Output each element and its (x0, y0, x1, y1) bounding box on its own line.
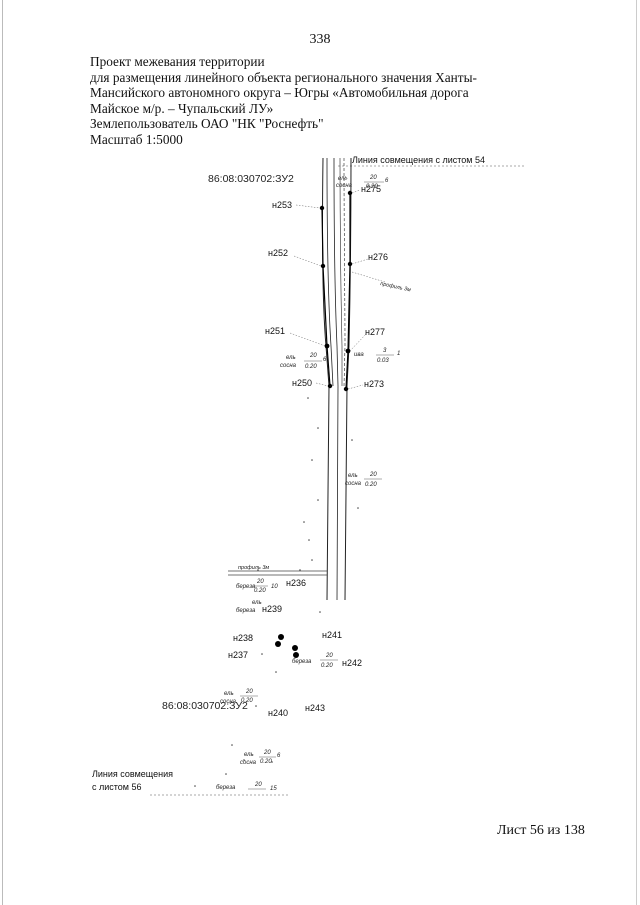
page-number: 338 (309, 32, 331, 47)
forest-f1-species2: сосна (336, 183, 353, 189)
boundary-points (275, 190, 353, 658)
point-label-n237: н237 (228, 650, 248, 660)
profile-label-top: профиль 3м (380, 281, 412, 293)
leader-lines (289, 189, 386, 390)
forest-f4-num: 20 (369, 472, 377, 478)
point-label-n277: н277 (365, 327, 385, 337)
forest-f10-suffix: 15 (270, 786, 277, 792)
page-edge-left (2, 0, 3, 905)
forest-f5-species: береза (236, 584, 256, 590)
parcel-number-bottom: 86:08:030702:ЗУ2 (162, 700, 248, 712)
forest-descriptors: ель сосна 20 0.20 6 ель сосна 20 0.20 6 … (216, 175, 400, 792)
forest-f9-den: 0.20 (260, 759, 272, 765)
forest-f6-species2: береза (236, 608, 256, 614)
top-match-line-label: Линия совмещения с листом 54 (352, 155, 485, 165)
forest-f3-species: ива (354, 352, 364, 358)
forest-f1-num: 20 (369, 175, 377, 181)
forest-f1-suffix: 6 (385, 178, 389, 184)
page-edge-right (636, 0, 637, 905)
header-line-2: для размещения линейного объекта региона… (90, 69, 477, 85)
point-label-n242: н242 (342, 658, 362, 668)
point-label-n236: н236 (286, 578, 306, 588)
parcel-boundary-right (345, 193, 351, 390)
forest-f9-species: ель (244, 752, 254, 758)
point-label-n240: н240 (268, 708, 288, 718)
forest-f2-num: 20 (309, 353, 317, 359)
forest-f8-species2: сосна (220, 699, 237, 705)
point-label-n243: н243 (305, 703, 325, 713)
forest-f10-species: береза (216, 785, 236, 791)
bottom-match-line-label-2: с листом 56 (92, 782, 142, 792)
forest-f8-species: ель (224, 691, 234, 697)
header-line-1: Проект межевания территории (90, 54, 265, 69)
forest-f4-species: ель (348, 473, 358, 479)
header-line-3: Мансийского автономного округа – Югры «А… (90, 85, 469, 101)
header-line-4: Майское м/р. – Чупальский ЛУ» (90, 100, 274, 116)
sheet-label: Лист 56 из 138 (497, 823, 585, 838)
forest-f7-den: 0.20 (321, 663, 333, 669)
forest-f2-den: 0.20 (305, 364, 317, 370)
forest-f10-num: 20 (254, 782, 262, 788)
forest-f1-species: ель (338, 175, 348, 182)
point-label-n241: н241 (322, 630, 342, 640)
parcel-boundary (321, 207, 331, 387)
forest-f1-den: 0.20 (366, 184, 378, 190)
forest-f8-den: 0.20 (241, 698, 253, 704)
document-header: Проект межевания территории для размещен… (90, 54, 510, 148)
parcel-number-top: 86:08:030702:ЗУ2 (208, 173, 294, 185)
forest-f9-suffix: 6 (277, 753, 281, 759)
forest-f5-den: 0.20 (254, 588, 266, 594)
bottom-match-line-label-1: Линия совмещения (92, 769, 173, 779)
point-label-n239: н239 (262, 604, 282, 614)
point-label-n273: н273 (364, 379, 384, 389)
point-label-n253: н253 (272, 200, 292, 210)
forest-f5-num: 20 (256, 579, 264, 585)
forest-f2-suffix: 6 (323, 357, 327, 363)
forest-f3-den: 0.03 (377, 358, 389, 364)
point-label-n238: н238 (233, 633, 253, 643)
forest-f7-species: береза (292, 659, 312, 665)
profile-label-mid: профиль 3м (238, 565, 269, 571)
forest-f3-num: 3 (383, 348, 387, 354)
forest-f9-num: 20 (263, 750, 271, 756)
survey-dots (194, 397, 359, 787)
forest-f2-species: ель (286, 355, 296, 361)
point-label-n275: н275 (361, 184, 381, 194)
forest-f2-species2: сосна (280, 363, 297, 369)
header-line-5: Землепользователь ОАО "НК "Роснефть" (90, 116, 324, 132)
forest-f5-suffix: 10 (271, 584, 278, 590)
point-label-n251: н251 (265, 326, 285, 336)
forest-f6-species: ель (252, 600, 262, 606)
point-label-n250: н250 (292, 378, 312, 388)
forest-f9-species2: сосна (240, 760, 257, 766)
forest-f8-num: 20 (245, 689, 253, 695)
header-line-6: Масштаб 1:5000 (90, 131, 183, 147)
point-label-n276: н276 (368, 252, 388, 262)
forest-f4-species2: сосна (345, 481, 362, 487)
point-label-n252: н252 (268, 248, 288, 258)
forest-f7-num: 20 (325, 653, 333, 659)
forest-f3-suffix: 1 (397, 351, 400, 357)
forest-f4-den: 0.20 (365, 482, 377, 488)
